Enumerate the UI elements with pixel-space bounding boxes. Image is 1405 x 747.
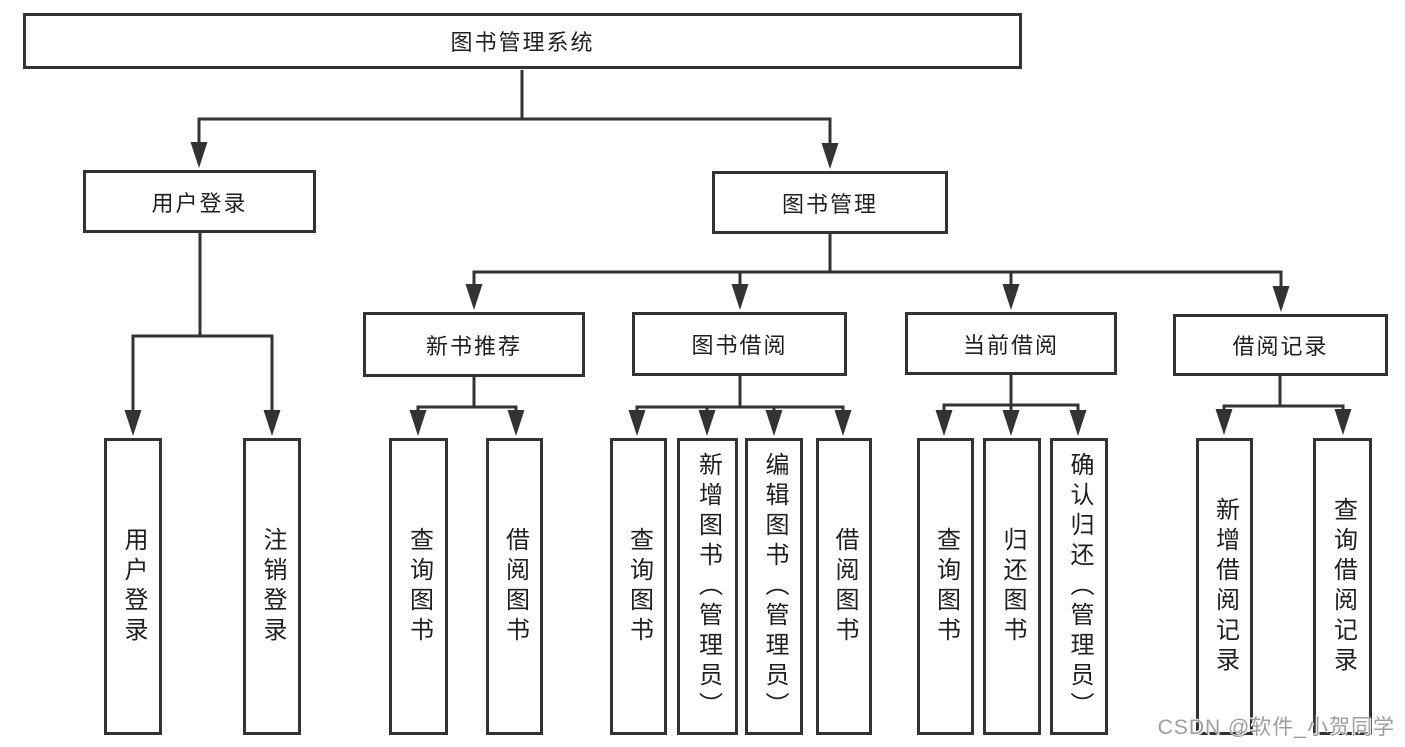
leaf-user-login: 用户登录 — [104, 438, 162, 735]
leaf-add-borrow-record-label: 新增借阅记录 — [1211, 496, 1239, 677]
connector-new-book-rec-to-leaves — [409, 377, 525, 436]
node-current-borrow-label: 当前借阅 — [962, 332, 1059, 358]
leaf-rec-borrow-book-label: 借阅图书 — [501, 526, 529, 647]
node-system-root-label: 图书管理系统 — [450, 30, 595, 55]
connector-root-to-level2 — [190, 70, 839, 169]
csdn-watermark: CSDN @软件_小贺同学 — [1157, 716, 1395, 739]
leaf-borrow-book: 借阅图书 — [816, 438, 872, 735]
leaf-current-query-book-label: 查询图书 — [932, 526, 960, 647]
node-book-management-label: 图书管理 — [781, 191, 878, 217]
leaf-confirm-return-admin: 确认归还（管理员） — [1050, 438, 1108, 735]
connector-borrow-records-to-leaves — [1215, 376, 1352, 435]
connector-current-borrow-to-leaves — [935, 375, 1087, 436]
leaf-add-book-admin: 新增图书（管理员） — [677, 438, 738, 735]
node-system-root: 图书管理系统 — [23, 13, 1022, 69]
leaf-rec-borrow-book: 借阅图书 — [486, 438, 543, 735]
node-book-borrow-label: 图书借阅 — [691, 333, 788, 358]
leaf-current-query-book: 查询图书 — [917, 438, 974, 735]
leaf-add-borrow-record: 新增借阅记录 — [1196, 438, 1253, 735]
leaf-user-login-label: 用户登录 — [120, 526, 147, 647]
leaf-query-borrow-record-label: 查询借阅记录 — [1329, 496, 1357, 677]
leaf-return-book: 归还图书 — [983, 438, 1041, 735]
leaf-logout: 注销登录 — [243, 438, 301, 735]
leaf-return-book-label: 归还图书 — [999, 526, 1026, 647]
leaf-rec-query-book: 查询图书 — [389, 438, 448, 735]
node-borrow-records-label: 借阅记录 — [1232, 334, 1329, 359]
leaf-borrow-query-book-label: 查询图书 — [625, 526, 653, 647]
node-user-login: 用户登录 — [83, 170, 316, 233]
leaf-borrow-query-book: 查询图书 — [610, 438, 667, 735]
connector-user-login-to-leaves — [124, 233, 281, 436]
connector-book-borrow-to-leaves — [628, 376, 852, 436]
connector-book-mgmt-to-level3 — [465, 234, 1290, 312]
node-book-borrow: 图书借阅 — [632, 312, 847, 376]
leaf-confirm-return-admin-label: 确认归还（管理员） — [1066, 451, 1093, 722]
leaf-borrow-book-label: 借阅图书 — [831, 526, 858, 647]
node-current-borrow: 当前借阅 — [905, 312, 1117, 375]
leaf-query-borrow-record: 查询借阅记录 — [1313, 438, 1372, 735]
leaf-logout-label: 注销登录 — [259, 526, 286, 647]
node-new-book-recommend: 新书推荐 — [363, 312, 585, 377]
node-new-book-recommend-label: 新书推荐 — [425, 333, 522, 359]
node-book-management: 图书管理 — [712, 171, 948, 234]
leaf-add-book-admin-label: 新增图书（管理员） — [694, 451, 722, 722]
node-user-login-label: 用户登录 — [151, 190, 248, 216]
leaf-rec-query-book-label: 查询图书 — [405, 526, 433, 647]
node-borrow-records: 借阅记录 — [1173, 314, 1388, 376]
leaf-edit-book-admin: 编辑图书（管理员） — [745, 438, 803, 735]
leaf-edit-book-admin-label: 编辑图书（管理员） — [761, 451, 788, 722]
